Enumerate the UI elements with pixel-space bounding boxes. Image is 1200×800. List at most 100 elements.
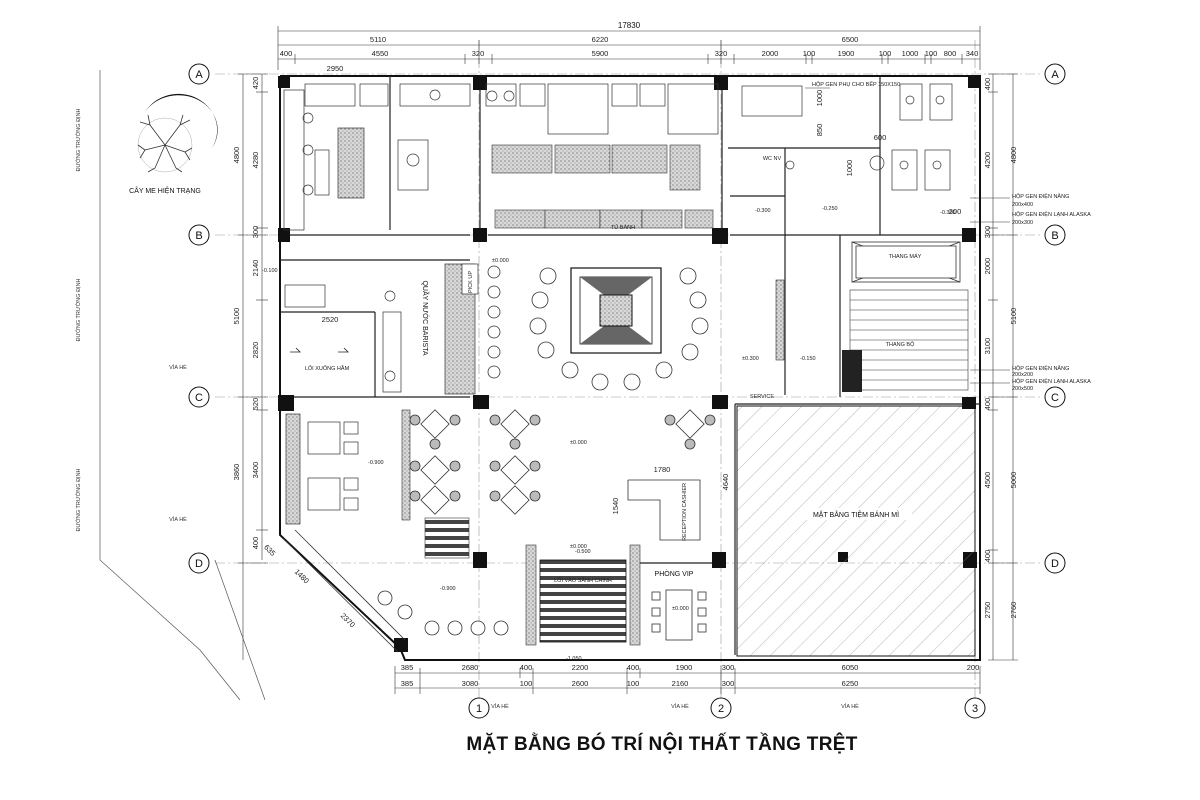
dim-left-10: 3400 bbox=[251, 462, 260, 479]
dim-right-13: 2760 bbox=[1009, 602, 1018, 619]
dim-1540: 1540 bbox=[611, 498, 620, 515]
grid-bubble-d-left: D bbox=[188, 552, 210, 574]
dim-bot-a7: 300 bbox=[722, 663, 735, 672]
top-dimensions bbox=[277, 26, 981, 70]
dim-top-d2: 4550 bbox=[372, 49, 389, 58]
dim-left-1: 420 bbox=[251, 77, 260, 90]
dim-left-11: 400 bbox=[251, 537, 260, 550]
elevator-cabin bbox=[855, 245, 957, 279]
dim-left-5: 2140 bbox=[251, 260, 260, 277]
dim-top-d6: 2000 bbox=[762, 49, 779, 58]
dim-left-6: 5100 bbox=[232, 308, 241, 325]
level-3: ±0.000 bbox=[570, 440, 587, 446]
dim-right-9: 4500 bbox=[983, 472, 992, 489]
grid-label-d-right: D bbox=[1051, 558, 1059, 570]
dim-top-d5: 320 bbox=[715, 49, 728, 58]
dim-left-2: 4800 bbox=[232, 147, 241, 164]
note-hop-gen-lanh-2b: 200x500 bbox=[1012, 386, 1033, 392]
note-hop-gen-lanh-1: HỘP GEN ĐIỆN LẠNH ALASKA bbox=[1012, 210, 1091, 218]
grid-label-b-right: B bbox=[1051, 230, 1058, 242]
dim-bot-a6: 1900 bbox=[676, 663, 693, 672]
drawing-title: MẶT BẰNG BÓ TRÍ NỘI THẤT TẦNG TRỆT bbox=[466, 733, 857, 755]
grid-label-3: 3 bbox=[972, 703, 978, 715]
dim-top-d1: 400 bbox=[280, 49, 293, 58]
dim-bot-b1: 385 bbox=[401, 679, 414, 688]
island-chairs bbox=[529, 267, 709, 391]
dim-left-7: 2820 bbox=[251, 342, 260, 359]
dim-top-d4: 5900 bbox=[592, 49, 609, 58]
interior-walls bbox=[280, 76, 980, 655]
dim-top-d12: 800 bbox=[944, 49, 957, 58]
via-he-left-1: VỈA HÈ bbox=[169, 364, 187, 371]
label-quay-barista: QUẦY NƯỚC BARISTA bbox=[421, 280, 431, 355]
road-label-left-bot: ĐƯỜNG TRƯỜNG ĐỊNH bbox=[75, 468, 82, 531]
grid-bubbles: A B C D A B C D 1 2 3 bbox=[188, 63, 1066, 719]
level-12: -0.300 bbox=[940, 210, 956, 216]
dim-top-d11: 100 bbox=[925, 49, 938, 58]
dim-top-seg-2: 6220 bbox=[592, 35, 609, 44]
dim-top-seg-1: 5110 bbox=[370, 35, 386, 44]
dim-1780: 1780 bbox=[654, 465, 671, 474]
label-phong-vip: PHÒNG VIP bbox=[655, 569, 694, 578]
grid-bubble-b-right: B bbox=[1044, 224, 1066, 246]
bar-stools bbox=[487, 265, 501, 379]
label-thang-bo: THANG BỘ bbox=[886, 341, 915, 348]
note-hop-gen-phu: HỘP GEN PHỤ CHO BẾP 150X150 bbox=[812, 81, 900, 88]
dim-right-2: 4800 bbox=[1009, 147, 1018, 164]
dim-top-d3: 320 bbox=[472, 49, 485, 58]
dim-right-4: 300 bbox=[983, 226, 992, 239]
tree-symbol bbox=[137, 93, 218, 173]
label-wc-nv: WC NV bbox=[763, 156, 782, 162]
ventilation-shaft bbox=[775, 279, 785, 361]
dim-1000-a: 1000 bbox=[815, 90, 824, 107]
banh-mi-shop bbox=[736, 405, 976, 657]
dim-bot-a2: 2680 bbox=[462, 663, 479, 672]
dim-bot-a5: 400 bbox=[627, 663, 640, 672]
dim-top-d9: 100 bbox=[879, 49, 892, 58]
kitchen-area bbox=[283, 83, 953, 231]
dim-bot-b6: 2160 bbox=[672, 679, 689, 688]
grid-label-c-right: C bbox=[1051, 392, 1059, 404]
stair-block-left bbox=[424, 517, 470, 559]
reception-counter bbox=[627, 479, 701, 541]
grid-label-a-right: A bbox=[1051, 69, 1059, 81]
dim-bot-b5: 100 bbox=[627, 679, 640, 688]
dim-top-d13: 340 bbox=[966, 49, 979, 58]
grid-label-a-left: A bbox=[195, 69, 203, 81]
label-pick-up: PICK UP bbox=[468, 271, 474, 293]
road-edges bbox=[99, 70, 266, 701]
dim-bot-a9: 200 bbox=[967, 663, 980, 672]
via-he-left-2: VỈA HÈ bbox=[169, 516, 187, 523]
level-5: -0.900 bbox=[440, 586, 456, 592]
dim-right-10: 5000 bbox=[1009, 472, 1018, 489]
label-mat-bang-tiem: MẶT BẰNG TIỆM BÁNH MÌ bbox=[813, 510, 899, 519]
dim-right-1: 400 bbox=[983, 78, 992, 91]
label-tu-banh: TỦ BÁNH bbox=[611, 224, 635, 231]
grid-bubble-c-left: C bbox=[188, 386, 210, 408]
arrow-ramp bbox=[290, 347, 349, 353]
dim-4640: 4640 bbox=[721, 474, 730, 491]
right-dimensions bbox=[988, 73, 1018, 661]
dim-right-7: 3100 bbox=[983, 338, 992, 355]
dim-diag-2370: 2370 bbox=[339, 611, 357, 629]
note-hop-gen-dien-1: HỘP GEN ĐIỆN NĂNG bbox=[1012, 192, 1069, 200]
diagonal-window-wall bbox=[282, 529, 406, 653]
planter-strip bbox=[401, 409, 411, 521]
note-hop-gen-lanh-1b: 200x300 bbox=[1012, 220, 1033, 226]
dim-2950: 2950 bbox=[327, 64, 344, 73]
level-markers: -0.100 ±0.000 ±0.000 -0.900 -0.900 ±0.00… bbox=[262, 206, 956, 662]
level-13: -1.050 bbox=[566, 656, 582, 662]
dim-top-d8: 1900 bbox=[838, 49, 855, 58]
dim-bot-b8: 6250 bbox=[842, 679, 859, 688]
grid-bubble-a-left: A bbox=[188, 63, 210, 85]
shaft-notes bbox=[805, 87, 1010, 384]
stair-void bbox=[842, 350, 862, 392]
dim-top-d7: 100 bbox=[803, 49, 816, 58]
grid-label-c-left: C bbox=[195, 392, 203, 404]
note-hop-gen-dien-2b: 200x200 bbox=[1012, 372, 1033, 378]
via-he-bottom-1: VỈA HÈ bbox=[491, 703, 509, 710]
grid-label-b-left: B bbox=[195, 230, 202, 242]
lounge-chairs bbox=[377, 590, 509, 636]
stair-flight bbox=[849, 289, 969, 391]
